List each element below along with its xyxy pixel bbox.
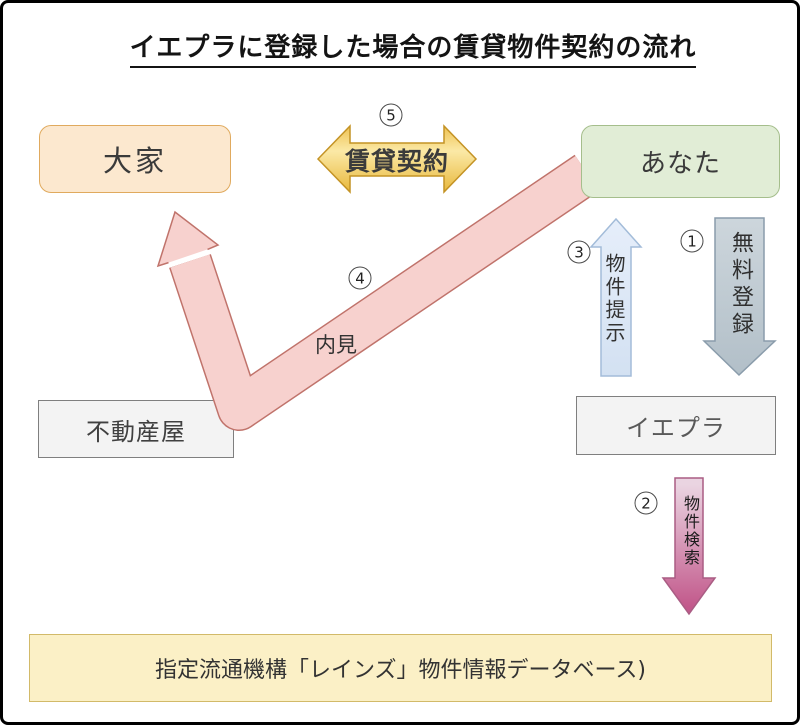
- step-badge-viewing: 4: [348, 266, 372, 290]
- node-iepla-label: イエプラ: [626, 414, 726, 442]
- search-arrow-shape: [661, 477, 717, 616]
- suggestion-arrow-label: 物件提示: [602, 253, 626, 345]
- registration-arrow-shape: [702, 217, 777, 377]
- step-number: 4: [355, 269, 365, 287]
- viewing-arrow-label: 内見: [315, 333, 357, 357]
- contract-arrow-shape: [316, 124, 478, 194]
- step-badge-property-suggestion: 3: [567, 240, 591, 264]
- step-number: 1: [687, 232, 697, 250]
- step-number: 3: [574, 243, 584, 261]
- arrows-layer: [156, 124, 777, 616]
- diagram-title: イエプラに登録した場合の賃貸物件契約の流れ: [16, 27, 797, 68]
- search-arrow-label: 物件検索: [681, 495, 700, 567]
- node-realtor-label: 不動産屋: [86, 417, 186, 446]
- node-realtor: 不動産屋: [38, 400, 234, 458]
- viewing-arrow-shape: [156, 154, 600, 431]
- node-iepla: イエプラ: [576, 396, 776, 455]
- suggestion-arrow-shape: [589, 217, 643, 377]
- node-you: あなた: [581, 125, 780, 198]
- node-landlord-label: 大家: [102, 144, 167, 178]
- step-badge-rental-contract: 5: [379, 103, 403, 127]
- node-database: 指定流通機構「レインズ」物件情報データベース): [29, 634, 772, 702]
- node-you-label: あなた: [639, 149, 721, 179]
- step-number: 2: [641, 494, 651, 512]
- step-badge-property-search: 2: [634, 491, 658, 515]
- node-landlord: 大家: [39, 125, 231, 193]
- step-number: 5: [386, 106, 396, 124]
- registration-arrow-label: 無料登録: [728, 231, 753, 339]
- diagram-title-text: イエプラに登録した場合の賃貸物件契約の流れ: [129, 33, 697, 68]
- node-database-label: 指定流通機構「レインズ」物件情報データベース): [154, 658, 647, 683]
- contract-arrow-label: 賃貸契約: [344, 147, 450, 176]
- step-badge-free-registration: 1: [680, 229, 704, 253]
